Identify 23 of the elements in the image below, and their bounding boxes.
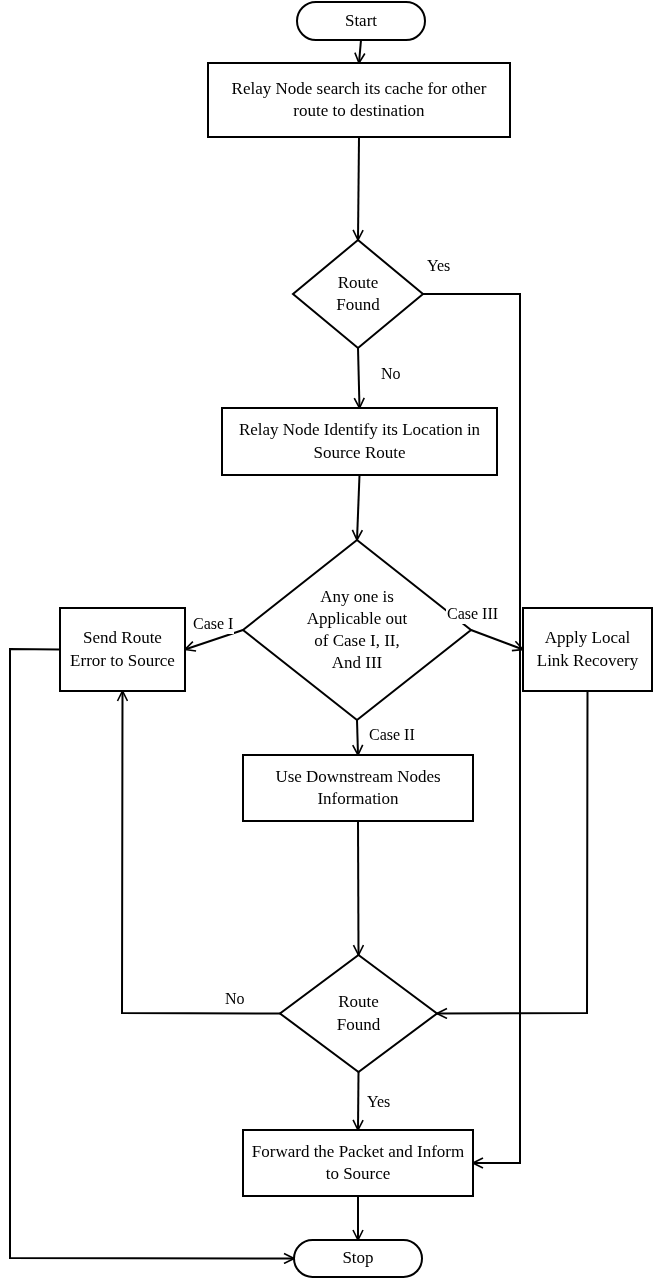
arrow	[116, 690, 281, 1015]
node-text: Send Route Error to Source	[69, 627, 176, 672]
node-text: Forward the Packet and Inform to Source	[250, 1140, 466, 1185]
arrow	[352, 136, 364, 241]
node-text: Use Downstream Nodes Information	[274, 765, 442, 810]
arrow	[422, 293, 521, 1169]
arrow	[353, 347, 366, 409]
node-text: Stop	[341, 1247, 375, 1270]
node-text: Relay Node search its cache for other route to destination	[230, 77, 488, 122]
node-text: Start	[343, 9, 379, 32]
arrow	[9, 648, 295, 1265]
arrow	[436, 690, 589, 1020]
arrow	[352, 1071, 364, 1131]
node-text: Route Found	[335, 991, 382, 1036]
arrow	[354, 39, 366, 64]
node-text: Any one is Applicable out of Case I, II, And III	[305, 585, 409, 675]
arrow	[351, 719, 364, 756]
arrow	[352, 1195, 364, 1241]
arrow	[351, 474, 364, 541]
arrow	[352, 820, 365, 956]
node-text: Apply Local Link Recovery	[535, 627, 640, 672]
node-text: Relay Node Identify its Location in Source Route	[237, 419, 482, 464]
node-text: Route Found	[335, 271, 381, 316]
